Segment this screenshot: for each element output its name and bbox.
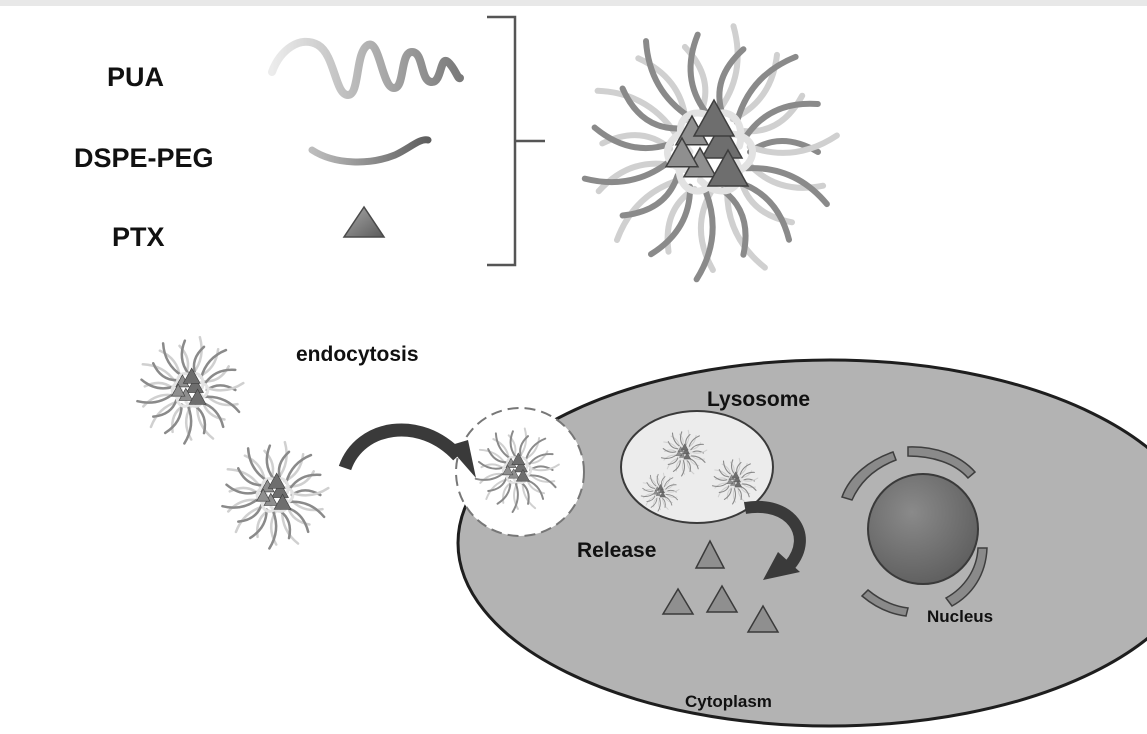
grouping-bracket — [487, 15, 545, 267]
ptx-drug-icon — [342, 205, 386, 238]
label-endocytosis: endocytosis — [296, 343, 419, 366]
top-border — [0, 0, 1147, 6]
label-lysosome: Lysosome — [707, 388, 810, 411]
legend-label-pua: PUA — [107, 62, 164, 92]
label-nucleus: Nucleus — [927, 607, 993, 626]
release-arrow — [743, 500, 806, 580]
dspe-peg-chain-icon — [308, 136, 432, 166]
large-micelle — [585, 26, 837, 279]
nucleus — [867, 473, 979, 585]
released-drugs — [661, 539, 780, 633]
label-cytoplasm: Cytoplasm — [685, 692, 772, 711]
free-micelle-2 — [220, 440, 330, 550]
label-release: Release — [577, 539, 656, 562]
nuclear-envelope-fragments — [841, 446, 988, 617]
free-micelle-1 — [135, 335, 245, 445]
legend-label-ptx: PTX — [112, 222, 165, 252]
legend-label-dspe-peg: DSPE-PEG — [74, 143, 214, 173]
pua-chain-icon — [268, 37, 464, 100]
endocytosis-arrow — [338, 423, 476, 478]
